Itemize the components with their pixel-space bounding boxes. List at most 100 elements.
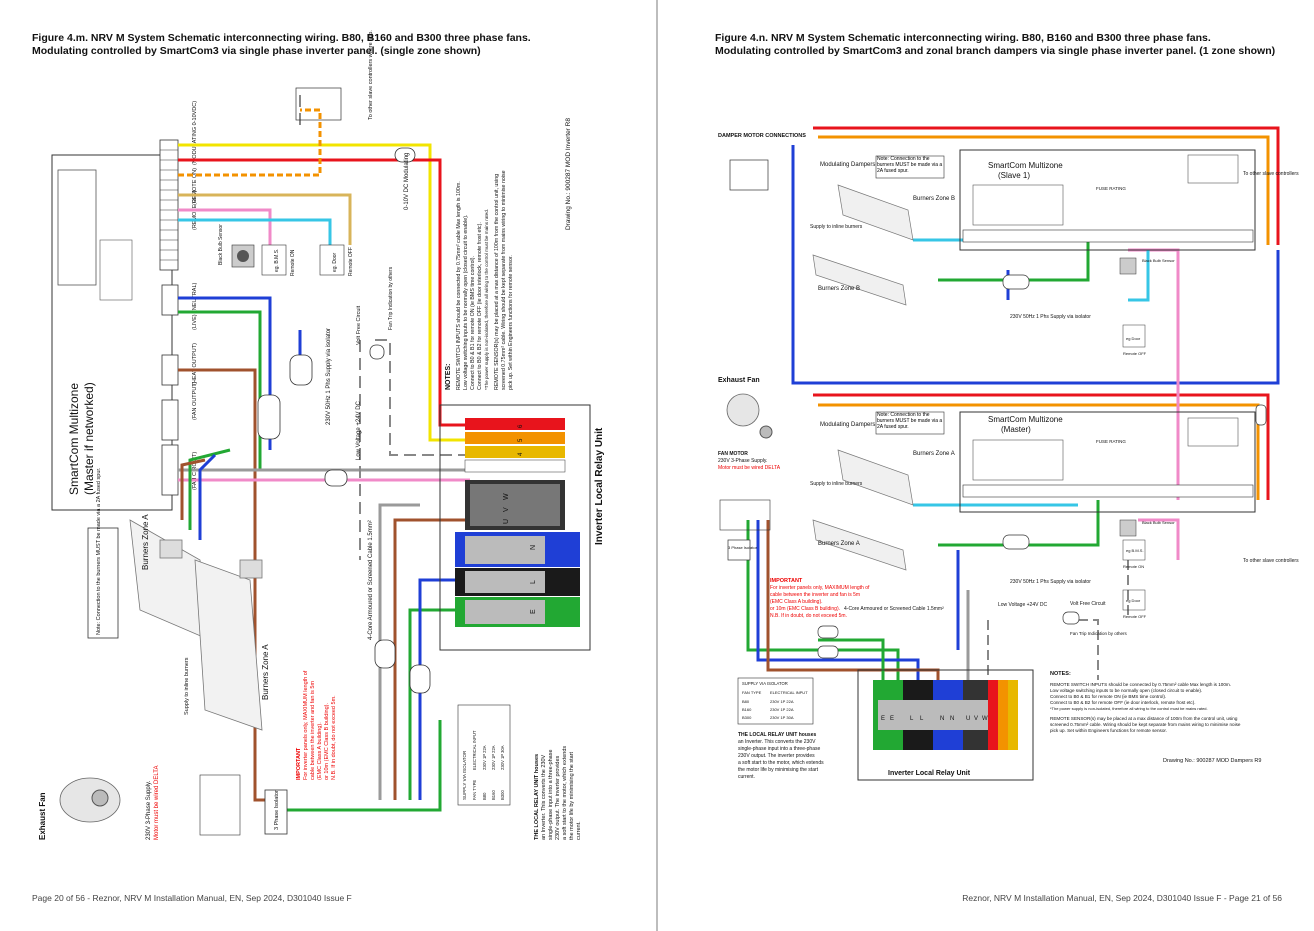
right-exhaust-fan-icon: [726, 393, 760, 427]
right-cable-sleeves: [817, 274, 1267, 659]
left-remote-off-box: [319, 244, 345, 276]
left-note-7: screened 0.75mm² cable. Wiring should be…: [501, 170, 507, 390]
left-important-4: or 10m (EMC Class B building).: [324, 703, 330, 780]
right-master-label: SmartCom Multizone: [988, 415, 1063, 424]
left-supply-r1c1: B80: [482, 792, 487, 800]
right-terminal-e1: E: [881, 716, 885, 722]
left-supply-inline: Supply to inline burners: [184, 657, 190, 715]
right-supply-h2: ELECTRICAL INPUT: [770, 690, 808, 695]
right-supply-inline-2: Supply to inline burners: [810, 481, 863, 487]
right-relay-unit-box: [857, 669, 1034, 781]
left-note-8: pick up. Set within Engineers functions …: [508, 255, 514, 390]
right-note-2: Low voltage switching inputs to be norma…: [1050, 688, 1202, 693]
terminal-n: N: [530, 545, 537, 550]
left-controller-label: SmartCom Multizone: [67, 383, 81, 495]
right-burners-zone-a: [812, 449, 914, 571]
right-master-sub: (Master): [1001, 425, 1031, 434]
right-terminal-e2: E: [890, 716, 894, 722]
right-supply-r2c1: B160: [742, 707, 752, 712]
terminal-6: 6: [518, 424, 524, 428]
left-important-0: IMPORTANT: [296, 747, 302, 780]
right-burners-zone-b: [812, 184, 914, 306]
left-relay-desc-4: a soft start to the motor, which extends: [562, 746, 568, 840]
right-note-spur-box-1: [875, 155, 945, 179]
right-footer: Reznor, NRV M Installation Manual, EN, S…: [962, 893, 1282, 903]
left-supply-table: [457, 704, 511, 806]
terminal-4: 4: [518, 452, 524, 456]
right-page-title: Figure 4.n. NRV M System Schematic inter…: [715, 32, 1275, 58]
right-remote-off-box-2: [1122, 589, 1146, 611]
right-supply-table: [737, 677, 814, 725]
left-exhaust-fan-label: Exhaust Fan: [38, 792, 47, 840]
left-burners-a-label: Burners Zone A: [141, 514, 150, 570]
left-supply-table-title: SUPPLY VIA ISOLATOR: [462, 750, 467, 800]
right-volt-free: Volt Free Circuit: [1070, 601, 1106, 607]
right-fan-trip: Fan Trip Indication by others: [1070, 631, 1128, 636]
left-slave-terminal-box: [295, 87, 342, 121]
right-terminal-w: W: [982, 716, 988, 722]
right-relay-desc-4: a soft start to the motor, which extends: [738, 760, 824, 766]
left-note-2: Low voltage switching inputs to be norma…: [463, 215, 469, 390]
left-note-5: *The power supply is non-isolated, there…: [484, 209, 489, 390]
left-relay-desc-5: the motor life by minimising the start: [569, 751, 575, 840]
left-isolator-label: 3 Phase Isolator: [274, 790, 280, 830]
left-motor-note2: Motor must be wired DELTA: [154, 766, 160, 840]
left-note-6: REMOTE SENSOR(s) may be placed at a max …: [494, 174, 500, 390]
right-note-spur-2: Note: Connection to the burners MUST be …: [877, 412, 942, 430]
left-note-spur: Note: Connection to the burners MUST be …: [96, 467, 102, 635]
right-slave-relays: [972, 184, 1064, 226]
right-relay-desc-3: 230V output. The inverter provides: [738, 753, 815, 759]
left-note-3: Connect to B0 & B1 for remote ON (ie BMS…: [470, 256, 476, 390]
left-controller-box: [51, 154, 173, 511]
left-supply-r3c1: B300: [500, 790, 505, 800]
right-burners-b2-label: Burners Zone B: [818, 286, 860, 292]
terminal-w: W: [503, 493, 510, 500]
right-important-1: For inverter panels only, MAXIMUM length…: [770, 585, 870, 591]
right-burners-a-label: Burners Zone A: [913, 451, 955, 457]
left-3phase-isolator: [264, 789, 288, 835]
left-notes-heading: NOTES:: [445, 364, 452, 390]
right-master-terminal-strip: [962, 484, 1254, 498]
right-note-7: screened 0.75mm² cable. Wiring should be…: [1050, 722, 1241, 727]
left-relay-unit-label: Inverter Local Relay Unit: [594, 427, 605, 545]
right-black-bulb-2: [1119, 519, 1137, 537]
left-black-bulb-label: Black Bulb Sensor: [218, 224, 224, 265]
left-relay-desc-0: THE LOCAL RELAY UNIT houses: [534, 754, 540, 840]
terminal-label-fan-output: (FAN OUTPUT): [192, 381, 198, 420]
right-relay-desc-0: THE LOCAL RELAY UNIT houses: [738, 732, 816, 738]
right-door-label-1: eg Door: [1126, 336, 1141, 341]
right-dashed-circuits: [987, 560, 1129, 680]
left-dashed-circuits: [299, 95, 470, 560]
left-page-title: Figure 4.m. NRV M System Schematic inter…: [32, 32, 531, 58]
left-relay-terminals: [455, 418, 580, 627]
right-remote-off-label-2: Remote OFF: [1123, 614, 1147, 619]
left-important-2: cable between the inverter and fan is 5m: [310, 681, 316, 780]
right-terminal-v: V: [974, 716, 978, 722]
left-burners-a2-label: Burners Zone A: [261, 644, 270, 700]
left-wires: [178, 108, 470, 812]
left-note-1: REMOTE SWITCH INPUTS should be connected…: [456, 181, 462, 390]
left-note-4: Connect to B0 & B2 for remote OFF (ie do…: [477, 222, 483, 390]
right-remote-off-box-1: [1122, 324, 1146, 348]
left-bms-label: eg. B.M.S.: [274, 249, 280, 272]
left-drawing-no: Drawing No.: 900287 MOD Inverter R8: [565, 118, 572, 230]
left-important-1: For inverter panels only, MAXIMUM length…: [303, 670, 309, 780]
right-black-bulb-label-1: Black Bulb Sensor: [1142, 258, 1175, 263]
left-low-voltage: Low Voltage +24V DC: [356, 400, 362, 460]
right-supply-inline-1: Supply to inline burners: [810, 224, 863, 230]
left-other-slave: To other slave controllers where app.: [368, 30, 374, 120]
right-black-bulb-label-2: Black Bulb Sensor: [1142, 520, 1175, 525]
right-mod-dampers-2: Modulating Dampers: [820, 422, 875, 428]
left-supply-r3c2: 230V 1P 30A: [500, 745, 505, 770]
right-motor-terminals: [719, 499, 771, 531]
right-terminal-n1: N: [940, 716, 944, 722]
left-page: Figure 4.m. NRV M System Schematic inter…: [0, 0, 656, 931]
right-wiring-schematic: DAMPER MOTOR CONNECTIONS: [718, 126, 1299, 781]
right-mod-dampers-1: Modulating Dampers: [820, 162, 875, 168]
right-note-spur-1: Note: Connection to the burners MUST be …: [877, 156, 942, 174]
left-door-label: eg. Door: [332, 252, 338, 272]
right-supply-table-title: SUPPLY VIA ISOLATOR: [742, 681, 788, 686]
terminal-label-live: (LIVE): [192, 314, 198, 330]
right-relay-desc-2: single-phase input into a three-phase: [738, 746, 820, 752]
right-supply-r2c2: 230V 1P 22A: [770, 707, 794, 712]
